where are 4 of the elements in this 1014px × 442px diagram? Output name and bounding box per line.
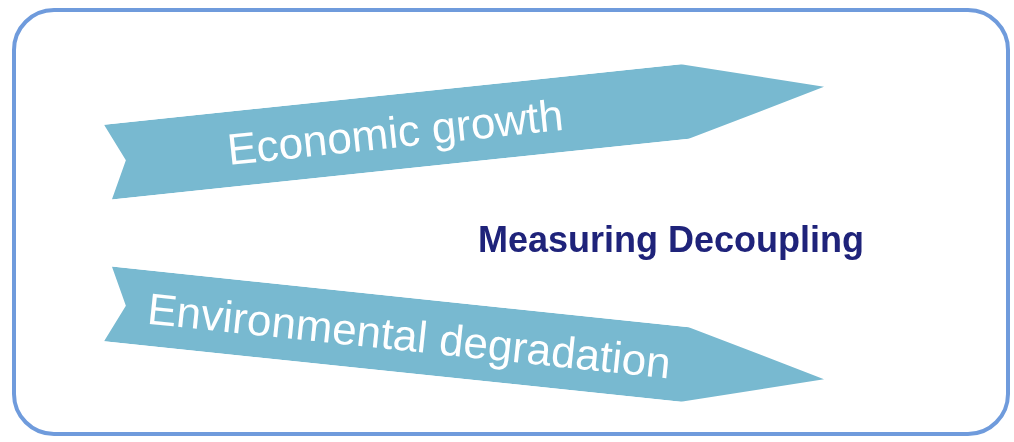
banner-text: Economic growth [225,92,566,172]
panel-title: Measuring Decoupling [478,222,865,258]
rounded-panel [12,8,1010,436]
banner-text: Environmental degradation [145,286,674,386]
